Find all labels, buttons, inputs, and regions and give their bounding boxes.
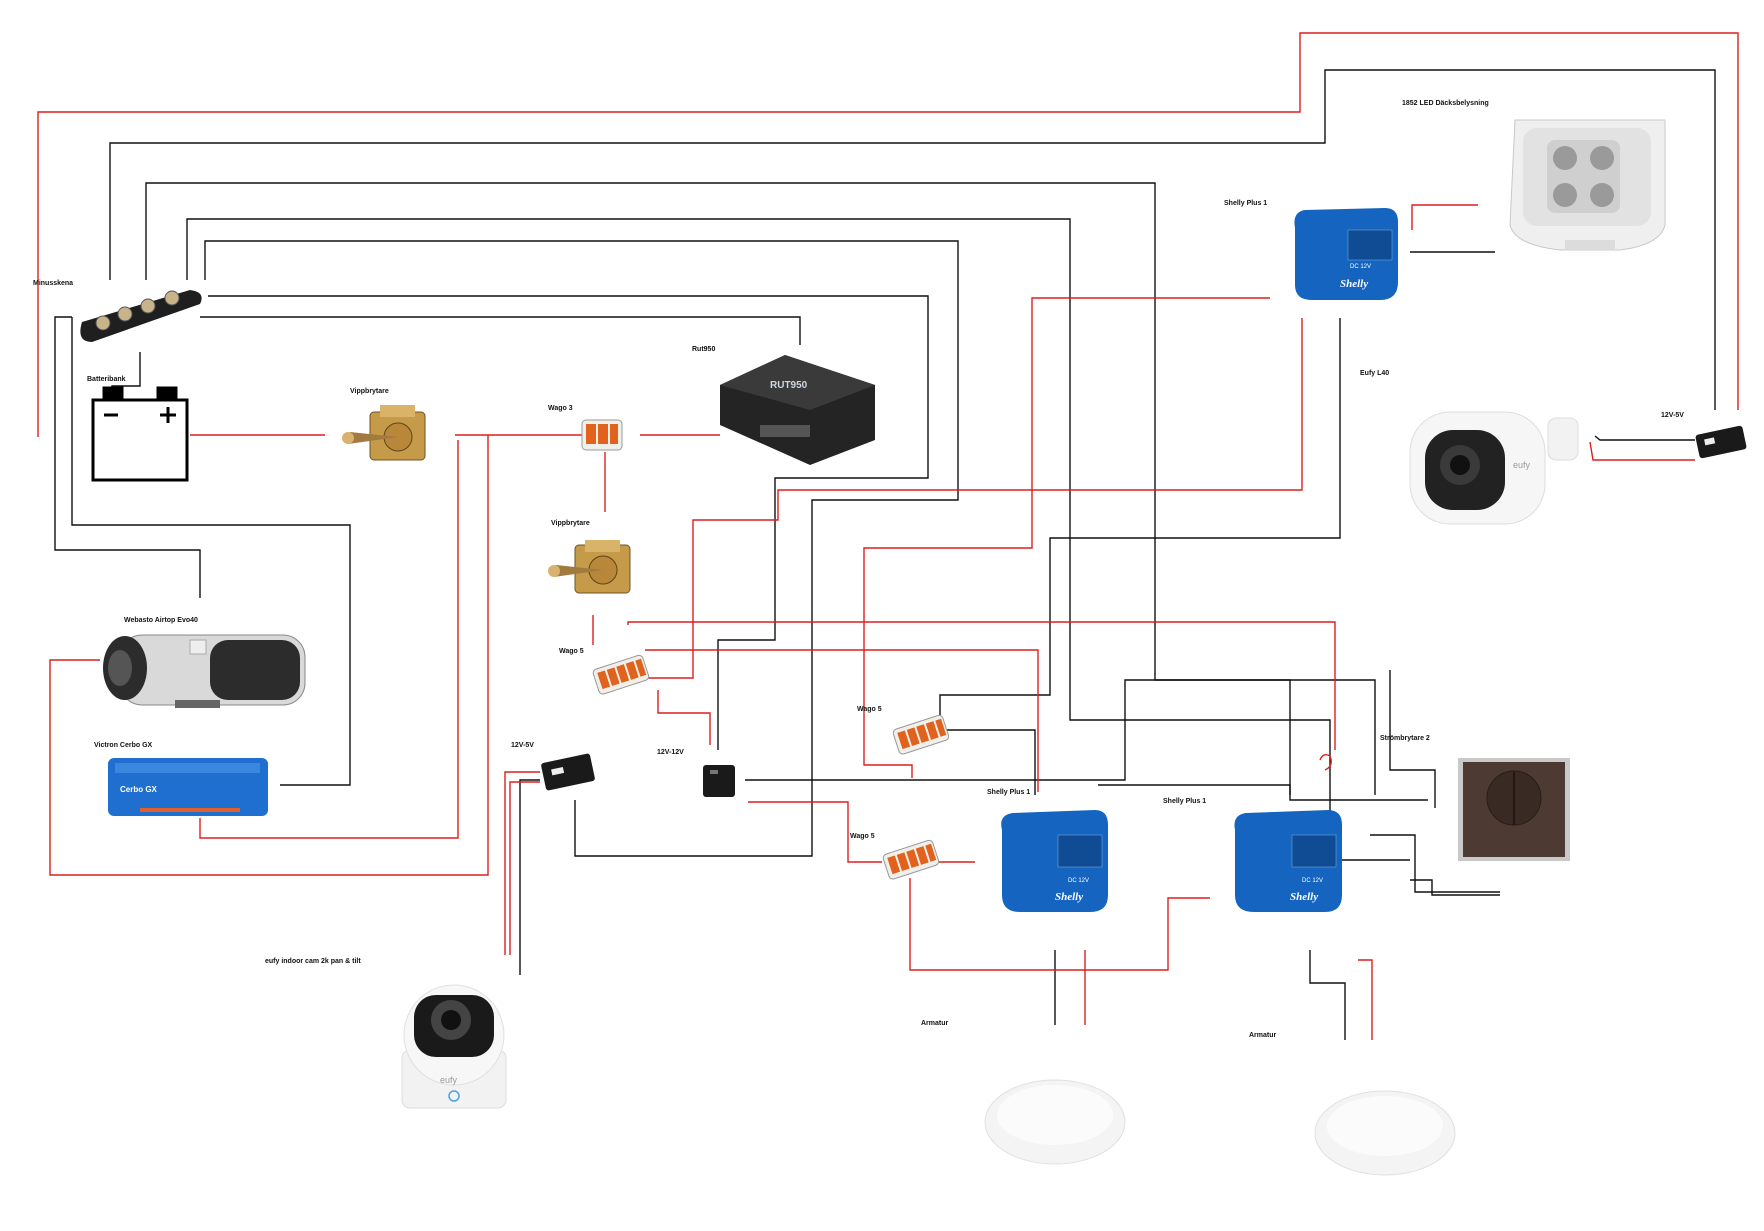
wire-pos-12v12v [748, 801, 882, 863]
label-minusskena: Minusskena [33, 280, 74, 287]
wire-neg-2 [145, 182, 1428, 801]
wire-neg-top-outer [109, 69, 1716, 410]
label-armatur-1: Armatur [921, 1020, 949, 1027]
shelly-plus-1-right: Shelly DC 12V [1234, 810, 1342, 912]
converter-12v-5v-b [1695, 425, 1747, 459]
wire-neg-mid2 [1370, 834, 1500, 893]
toggle-switch-icon [342, 405, 426, 461]
wire-neg-eufy-indoor [519, 779, 540, 975]
wire-pos-wago5-d [657, 690, 711, 745]
label-eufy-indoor: eufy indoor cam 2k pan & tilt [265, 958, 361, 965]
shelly-brand-text: Shelly [1055, 891, 1083, 903]
label-vippbrytare-2: Vippbrytare [551, 520, 590, 527]
wire-neg-eufy-l40 [1594, 435, 1695, 441]
label-led-light: 1852 LED Däcksbelysning [1402, 100, 1489, 107]
wire-pos-wago5-c [645, 649, 1039, 792]
label-rut950: Rut950 [692, 346, 716, 353]
label-12v-5v-b: 12V-5V [1661, 412, 1684, 419]
eufy-l40-logo-text: eufy [1513, 460, 1531, 470]
battery-icon [91, 386, 189, 482]
wire-pos-wago5-a [645, 318, 1303, 679]
wire-neg-armatur2 [1309, 950, 1346, 1040]
wire-neg-6 [200, 316, 801, 345]
label-wago-5-c: Wago 5 [850, 833, 875, 840]
wire-neg-5 [208, 295, 929, 750]
wago-5-connector-c [882, 839, 940, 880]
shelly-plus-1-mid: Shelly DC 12V [1001, 810, 1108, 912]
wire-pos-armatur2 [1358, 959, 1373, 1040]
wire-pos-top-outer [37, 32, 1739, 437]
wire-neg-4 [204, 240, 959, 857]
wire-pos-webasto [49, 435, 489, 876]
wago-5-connector-b [892, 714, 950, 755]
wire-pos-wago5-b [627, 621, 1336, 750]
label-armatur-2: Armatur [1249, 1032, 1277, 1039]
wire-neg-3 [186, 218, 1410, 861]
cerbo-name-text: Cerbo GX [120, 785, 158, 794]
wire-pos-12v5v [504, 771, 540, 955]
eufy-indoor-camera: eufy [401, 984, 507, 1109]
wire-pos-switch-loop [1319, 753, 1332, 771]
ceiling-light-1 [984, 1079, 1126, 1165]
label-webasto: Webasto Airtop Evo40 [124, 617, 198, 624]
label-wago-3: Wago 3 [548, 405, 573, 412]
router-model-text: RUT950 [770, 380, 808, 391]
label-vippbrytare-1: Vippbrytare [350, 388, 389, 395]
minusskena-busbar [80, 290, 202, 342]
toggle-switch-2-icon [548, 540, 631, 594]
label-strombrytare: Strömbrytare 2 [1380, 735, 1430, 742]
label-12v-5v-a: 12V-5V [511, 742, 534, 749]
shelly-plus-1-top: Shelly DC 12V [1294, 208, 1398, 300]
label-victron: Victron Cerbo GX [94, 742, 153, 749]
router-rut950: RUT950 [720, 355, 875, 465]
wago-3-connector [581, 419, 623, 451]
positive-wires [37, 32, 1739, 1040]
shelly-brand-text: Shelly [1290, 891, 1318, 903]
converter-12v-12v [703, 765, 735, 797]
wall-switch [1458, 758, 1570, 861]
wire-neg-mid [1098, 784, 1291, 795]
led-deck-light [1509, 119, 1666, 251]
wire-pos-wago-loop [909, 878, 1210, 971]
shelly-brand-text: Shelly [1340, 278, 1368, 290]
eufy-logo-text: eufy [440, 1075, 458, 1085]
label-batteribank: Batteribank [87, 376, 126, 383]
converter-12v-5v-a [541, 753, 595, 791]
victron-cerbo-gx: Cerbo GX [108, 758, 268, 816]
wire-pos-cerbo [199, 440, 459, 839]
wire-pos-shelly-top [863, 297, 1270, 778]
wire-neg-switch2 [1410, 879, 1500, 896]
wire-pos-led [1411, 204, 1478, 230]
label-12v-12v: 12V-12V [657, 749, 684, 756]
wire-neg-bus-left2 [71, 317, 351, 786]
negative-wires [54, 69, 1716, 1040]
wago-5-connector-a [592, 654, 650, 695]
eufy-l40-camera: eufy [1409, 411, 1579, 525]
shelly-voltage-text: DC 12V [1350, 264, 1371, 270]
shelly-voltage-text: DC 12V [1302, 878, 1323, 884]
ceiling-light-2 [1314, 1090, 1456, 1176]
label-wago-5-b: Wago 5 [857, 706, 882, 713]
wire-neg-shelly-top-down [939, 318, 1341, 795]
wire-neg-switch [1389, 670, 1436, 808]
label-shelly-mid: Shelly Plus 1 [987, 789, 1031, 796]
wire-neg-from-12v12v [745, 679, 1376, 795]
label-shelly-right: Shelly Plus 1 [1163, 798, 1207, 805]
label-shelly-top: Shelly Plus 1 [1224, 200, 1268, 207]
wire-pos-eufy-indoor [509, 781, 540, 955]
webasto-heater [103, 634, 306, 708]
label-wago-5-a: Wago 5 [559, 648, 584, 655]
wire-pos-eufy-l40 [1589, 441, 1695, 461]
shelly-voltage-text: DC 12V [1068, 878, 1089, 884]
wire-neg-bus-left [54, 316, 201, 598]
label-eufy-l40: Eufy L40 [1360, 370, 1390, 377]
